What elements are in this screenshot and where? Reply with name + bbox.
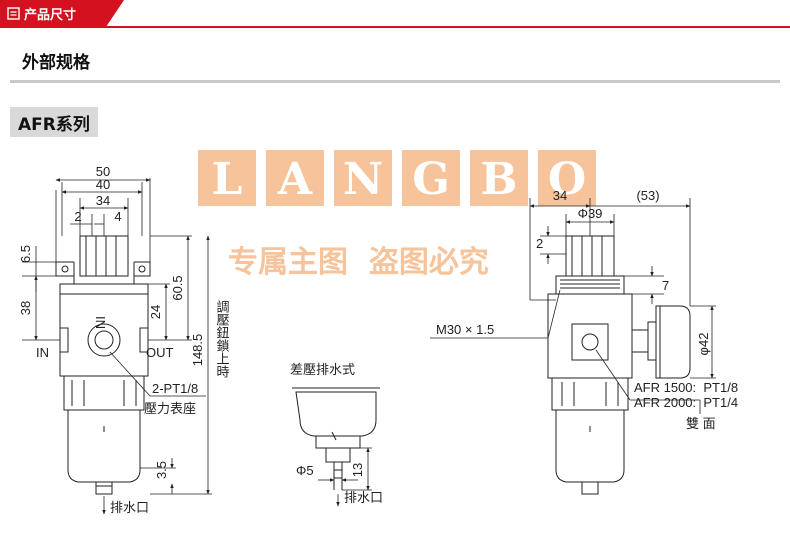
mid-drain-label: 排水口	[344, 490, 383, 505]
adjust-note-label: 調壓鈕鎖上時	[215, 300, 230, 378]
gauge-dia-label: φ42	[696, 333, 711, 356]
afr1500-label: AFR 1500: PT1/8	[634, 380, 738, 395]
dim-7-right: 7	[662, 278, 669, 293]
dim-34-right: 34	[553, 188, 567, 203]
dim-34: 34	[96, 193, 110, 208]
logo-letter: N	[343, 154, 383, 205]
svg-text:IN: IN	[93, 316, 108, 329]
dim-24: 24	[148, 305, 163, 319]
dim-3-5: 3.5	[154, 461, 169, 479]
port-out-label: OUT	[146, 345, 174, 360]
dim-4: 4	[114, 209, 121, 224]
dim-148-5: 148.5	[190, 334, 205, 367]
dim-50: 50	[96, 164, 110, 179]
dim-38: 38	[18, 301, 33, 315]
dim-2-right: 2	[536, 236, 543, 251]
document-icon	[7, 6, 20, 20]
drain-label: 排水口	[110, 500, 149, 515]
logo-letter: G	[412, 154, 450, 205]
port-in-label: IN	[36, 345, 49, 360]
dim-2: 2	[74, 209, 81, 224]
dim-6-5: 6.5	[18, 245, 33, 263]
watermark: L A N G B O 专属主图 盗图必究	[198, 150, 596, 280]
watermark-logo: L A N G B O	[198, 150, 596, 206]
header-rule	[0, 26, 790, 28]
watermark-text: 专属主图 盗图必究	[228, 245, 489, 280]
section-divider	[10, 80, 780, 83]
left-front-view: IN	[55, 235, 151, 495]
right-dimensions	[430, 198, 716, 414]
section-title: 外部规格	[22, 53, 90, 73]
left-dimensions	[22, 178, 212, 515]
afr2000-label: AFR 2000: PT1/4	[634, 395, 738, 410]
logo-letter: O	[548, 154, 586, 205]
dim-40: 40	[96, 177, 110, 192]
middle-dimensions	[318, 447, 372, 507]
both-sides-label: 雙 面	[686, 416, 716, 431]
mid-dia-label: Φ5	[296, 463, 314, 478]
series-title: AFR系列	[10, 107, 98, 137]
tag-label: 产品尺寸	[24, 7, 77, 23]
mid-title: 差壓排水式	[290, 362, 355, 377]
dim-phi39: Φ39	[578, 206, 603, 221]
thread-label: M30 × 1.5	[436, 322, 494, 337]
dim-53-right: (53)	[636, 188, 659, 203]
middle-drain-view	[292, 387, 380, 490]
logo-letter: B	[480, 154, 517, 205]
logo-letter: L	[212, 154, 243, 205]
logo-letter: A	[277, 154, 313, 205]
gauge-seat-label: 壓力表座	[144, 401, 196, 416]
right-side-view	[547, 235, 691, 495]
dim-60-5: 60.5	[170, 275, 185, 300]
product-size-tag: 产品尺寸	[0, 0, 124, 26]
gauge-port-label: 2-PT1/8	[152, 381, 198, 396]
mid-height-label: 13	[350, 463, 365, 477]
